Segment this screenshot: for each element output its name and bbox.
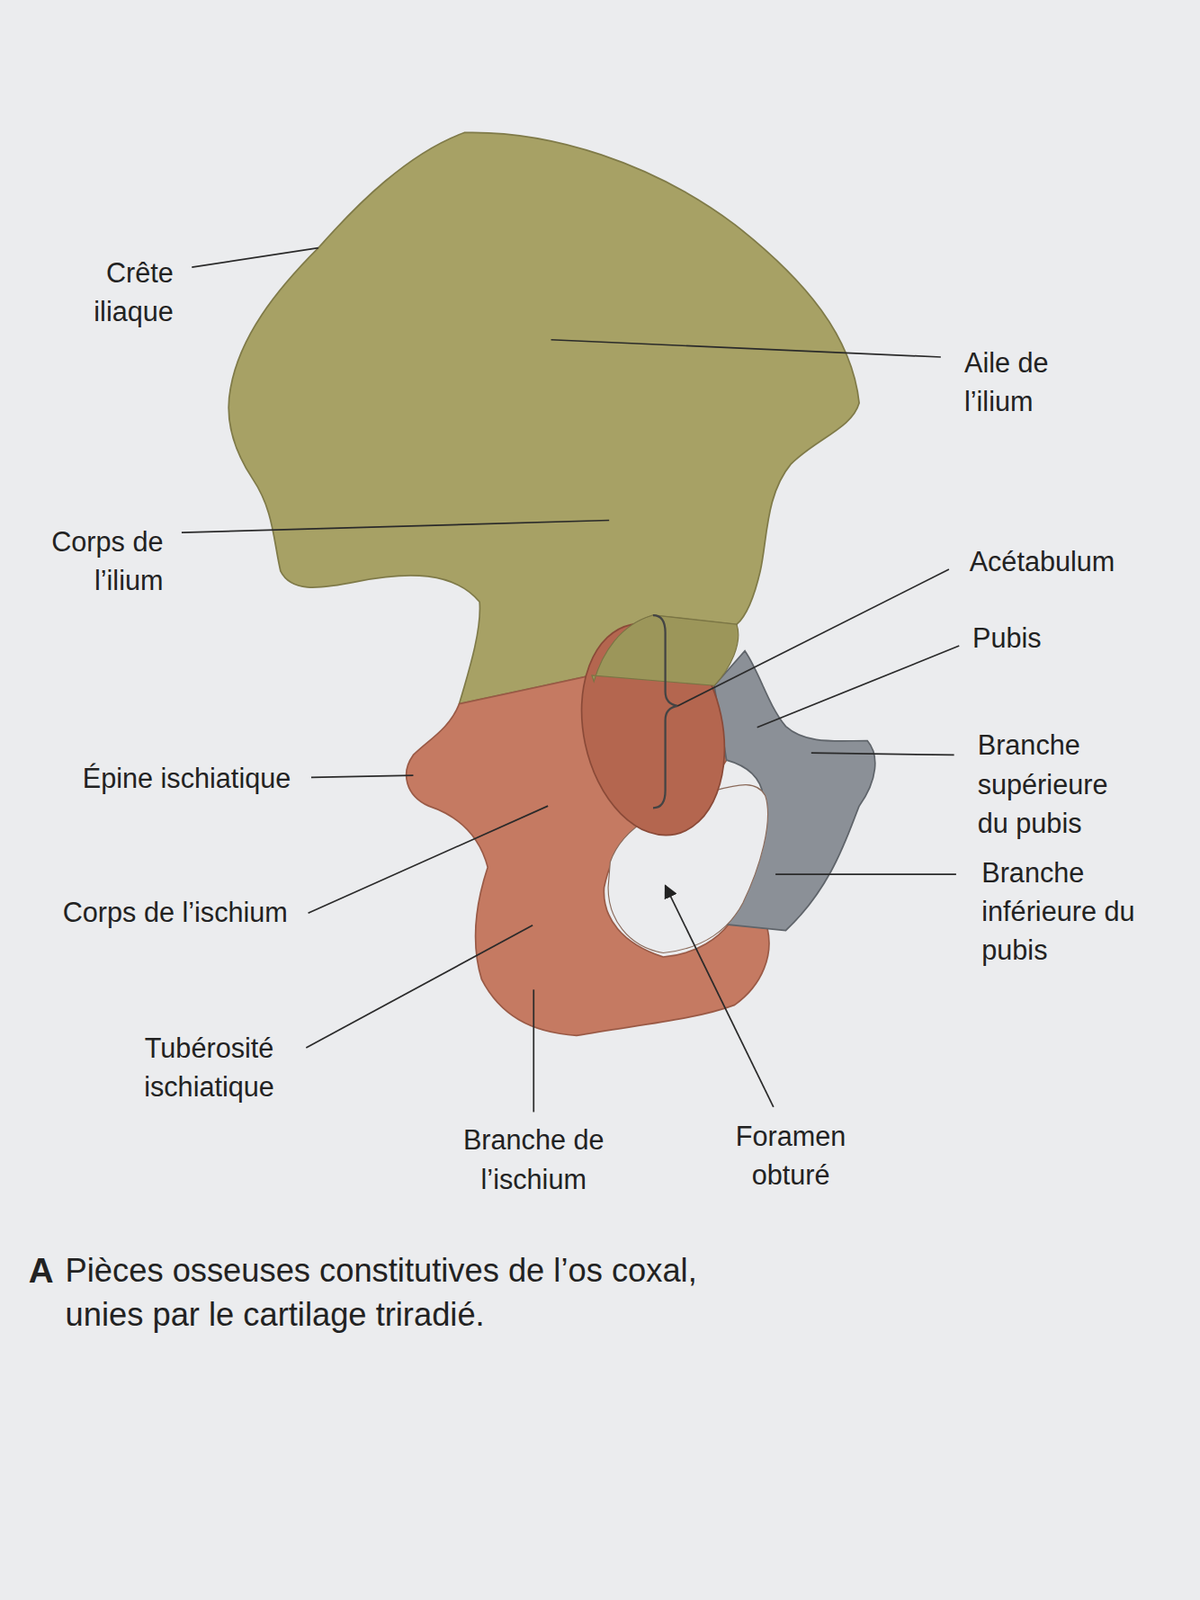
ilium <box>228 132 860 704</box>
part-label: Pubis <box>972 620 1126 660</box>
part-label: Tubérosité ischiatique <box>97 1030 323 1109</box>
leader-lines <box>181 248 959 1113</box>
acetabulum-cup <box>563 610 744 850</box>
figure-caption: Pièces osseuses constitutives de l’os co… <box>65 1248 780 1337</box>
part-label: Épine ischiatique <box>15 760 291 799</box>
part-label: Aile de l’ilium <box>964 344 1118 422</box>
part-label: Branche de l’ischium <box>420 1122 646 1200</box>
part-label: Crête iliaque <box>40 255 173 333</box>
part-label: Corps de l’ischium <box>12 895 288 934</box>
figure-letter: A <box>28 1246 70 1296</box>
part-label: Acétabulum <box>969 544 1184 583</box>
acetabulum-bracket <box>653 615 678 808</box>
part-label: Branche supérieure du pubis <box>977 727 1147 844</box>
part-label: Branche inférieure du pubis <box>981 855 1150 972</box>
part-label: Foramen obturé <box>704 1118 878 1196</box>
part-label: Corps de l’ilium <box>30 523 163 601</box>
